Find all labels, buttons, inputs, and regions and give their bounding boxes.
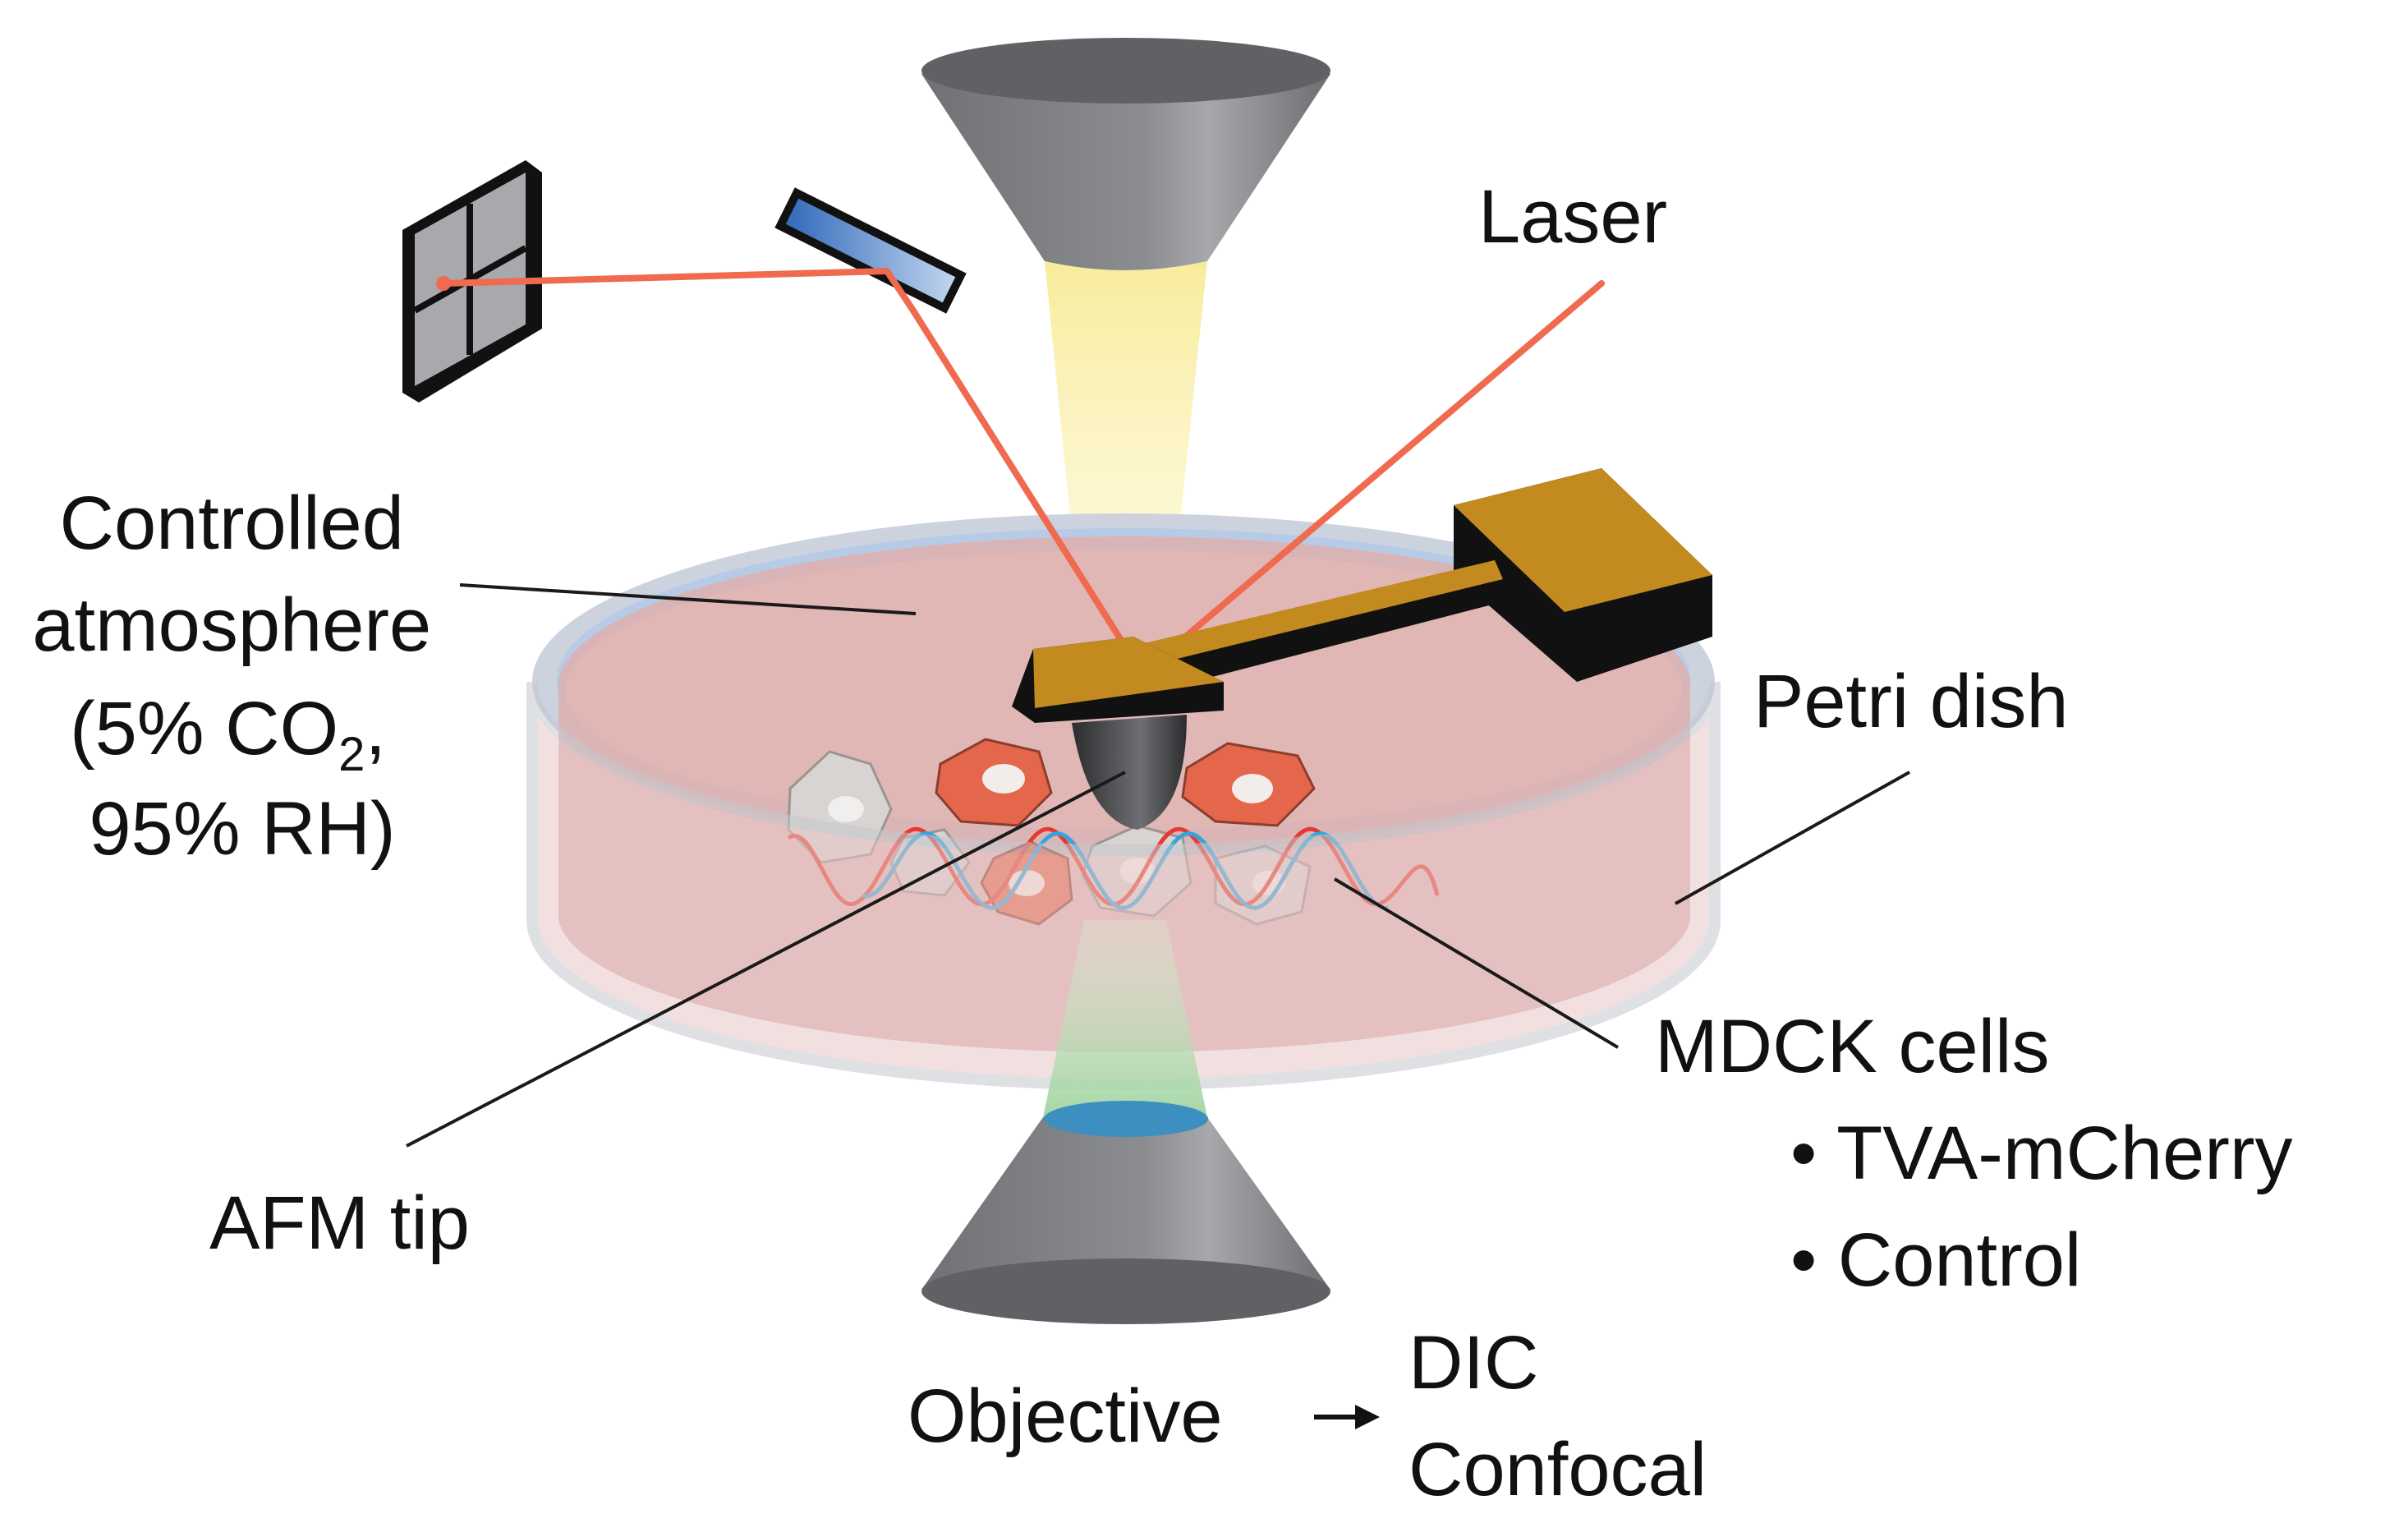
controlled-atmosphere-label: Controlled atmosphere (5% CO2, 95% RH) — [32, 481, 452, 871]
mirror-icon — [774, 187, 967, 314]
objective-lens-icon — [921, 1101, 1330, 1324]
leader-lines — [406, 583, 1910, 1148]
laser-spot — [436, 276, 451, 291]
afm-tip-label: AFM tip — [209, 1181, 470, 1265]
objective-light — [1043, 920, 1207, 1117]
laser-beam — [440, 267, 1605, 656]
petri-dish-label: Petri dish — [1753, 660, 2069, 743]
tva-mcherry-label: • TVA-mCherry — [1790, 1111, 2293, 1195]
confocal-label: Confocal — [1408, 1428, 1707, 1511]
petri-dish-front-wall — [526, 681, 1721, 1090]
output-arrow — [1314, 1405, 1380, 1429]
control-label: • Control — [1790, 1218, 2081, 1302]
cantilever-icon — [1012, 468, 1712, 830]
mdck-cells-label: MDCK cells — [1655, 1005, 2049, 1088]
condenser-lens-icon — [921, 38, 1330, 270]
afm-tip-icon — [1072, 715, 1187, 830]
laser-label: Laser — [1478, 175, 1667, 259]
dic-label: DIC — [1408, 1321, 1538, 1405]
objective-label: Objective — [908, 1374, 1223, 1458]
